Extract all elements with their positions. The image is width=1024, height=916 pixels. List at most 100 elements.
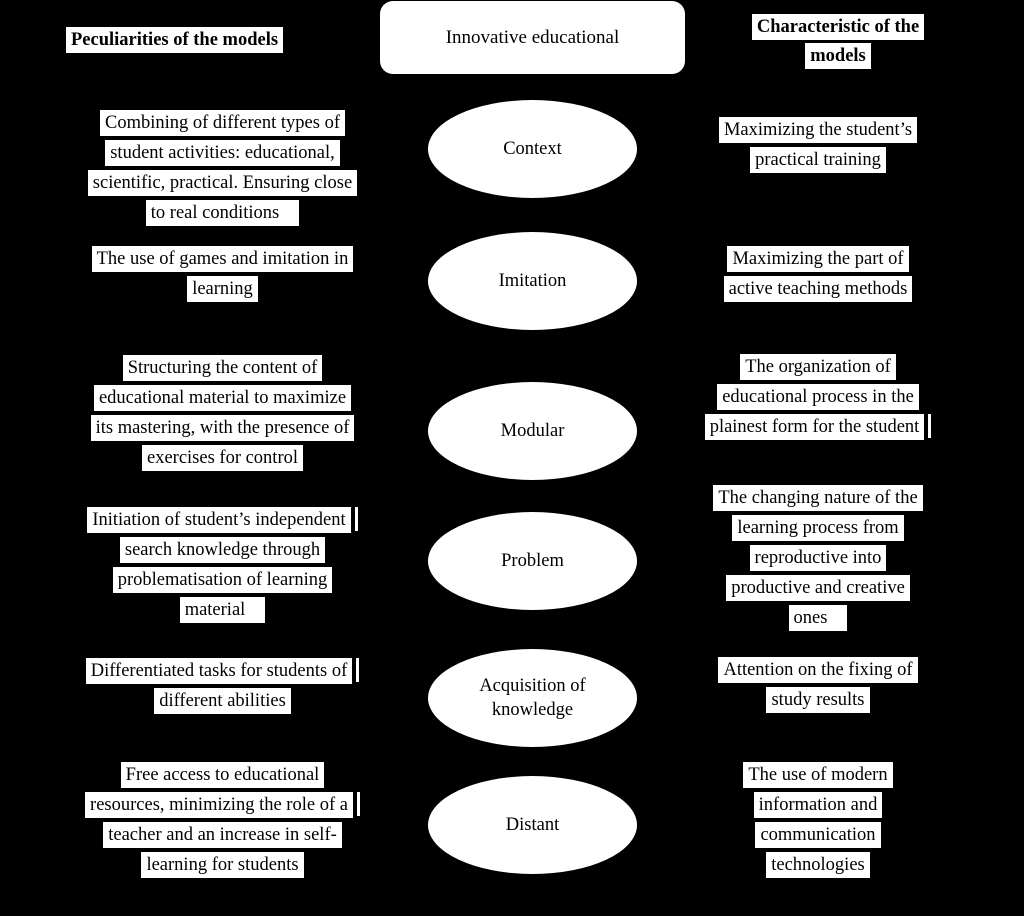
peculiarity-line-text: material — [179, 597, 266, 625]
right-header-line: Characteristic of the — [712, 14, 964, 43]
peculiarity-line-text: teacher and an increase in self- — [103, 822, 342, 848]
characteristic-line: learning process from — [682, 515, 954, 545]
characteristics-block-acquisition-of-knowledge: Attention on the fixing of study results — [682, 657, 954, 717]
model-label: Modular — [500, 421, 565, 441]
caret-mark — [356, 658, 360, 682]
center-header-box: Innovative educational — [380, 1, 685, 74]
characteristic-line-text: ones — [788, 605, 848, 633]
peculiarity-line: learning for students — [35, 852, 410, 882]
characteristic-line: productive and creative — [682, 575, 954, 605]
caret-mark — [356, 792, 360, 816]
characteristic-line-text: learning process from — [732, 515, 904, 541]
peculiarity-line-text: learning — [187, 276, 258, 302]
model-label: Distant — [505, 815, 560, 835]
model-label: Context — [503, 139, 562, 159]
characteristic-line-text: reproductive into — [749, 545, 887, 571]
peculiarity-line: Combining of different types of — [35, 110, 410, 140]
peculiarity-line-text: student activities: educational, — [105, 140, 340, 166]
characteristic-line-text: communication — [755, 822, 881, 848]
peculiarity-line: learning — [35, 276, 410, 306]
peculiarity-line: problematisation of learning — [35, 567, 410, 597]
peculiarity-line: search knowledge through — [35, 537, 410, 567]
peculiarity-line-text: different abilities — [154, 688, 291, 714]
characteristic-line-text: Maximizing the student’s — [718, 117, 918, 143]
peculiarity-line-text: Free access to educational — [120, 762, 325, 788]
characteristic-line-text: educational process in the — [717, 384, 919, 410]
model-ellipse-distant: Distant — [428, 776, 637, 874]
peculiarity-line-text: Initiation of student’s independent — [87, 507, 351, 533]
left-column-header: Peculiarities of the models — [66, 27, 284, 53]
characteristics-block-context: Maximizing the student’s practical traini… — [682, 117, 954, 177]
peculiarity-line: The use of games and imitation in — [35, 246, 410, 276]
characteristics-block-problem: The changing nature of the learning proce… — [682, 485, 954, 635]
characteristic-line: The organization of — [682, 354, 954, 384]
characteristic-line-text: technologies — [766, 852, 870, 878]
model-ellipse-modular: Modular — [428, 382, 637, 480]
peculiarity-line-text: exercises for control — [141, 445, 304, 471]
peculiarity-line: exercises for control — [35, 445, 410, 475]
model-label: Acquisition of — [479, 676, 586, 696]
peculiarity-line-text: Structuring the content of — [122, 355, 323, 381]
characteristic-line-text: active teaching methods — [723, 276, 913, 302]
model-ellipse-context: Context — [428, 100, 637, 198]
characteristics-block-distant: The use of modern information and communic… — [682, 762, 954, 882]
characteristic-line-text: The use of modern — [743, 762, 893, 788]
peculiarity-line: material — [35, 597, 410, 627]
characteristic-line-text: information and — [753, 792, 883, 818]
center-header-label: Innovative educational — [445, 26, 620, 48]
peculiarities-block-modular: Structuring the content of educational ma… — [35, 355, 410, 475]
characteristic-line: practical training — [682, 147, 954, 177]
model-label: knowledge — [491, 700, 574, 720]
peculiarity-line: its mastering, with the presence of — [35, 415, 410, 445]
characteristic-line: communication — [682, 822, 954, 852]
characteristic-line: ones — [682, 605, 954, 635]
characteristic-line-text: Attention on the fixing of — [718, 657, 918, 683]
characteristic-line-text: study results — [766, 687, 870, 713]
characteristic-line: Maximizing the student’s — [682, 117, 954, 147]
peculiarities-block-problem: Initiation of student’s independent searc… — [35, 507, 410, 627]
peculiarity-line-text: to real conditions — [145, 200, 300, 228]
characteristic-line-text: Maximizing the part of — [727, 246, 909, 272]
caret-mark — [354, 507, 358, 531]
peculiarity-line: teacher and an increase in self- — [35, 822, 410, 852]
peculiarity-line-text: its mastering, with the presence of — [90, 415, 355, 441]
characteristic-line-text: The changing nature of the — [713, 485, 923, 511]
characteristic-line: The changing nature of the — [682, 485, 954, 515]
right-column-header: Characteristic of the models — [712, 14, 964, 72]
peculiarities-block-acquisition-of-knowledge: Differentiated tasks for students of diff… — [35, 658, 410, 718]
characteristic-line: Maximizing the part of — [682, 246, 954, 276]
characteristic-line: technologies — [682, 852, 954, 882]
characteristic-line-text: productive and creative — [726, 575, 910, 601]
left-column-header-label: Peculiarities of the models — [66, 27, 284, 53]
peculiarity-line: scientific, practical. Ensuring close — [35, 170, 410, 200]
peculiarity-line-text: Differentiated tasks for students of — [85, 658, 353, 684]
peculiarity-line: Differentiated tasks for students of — [35, 658, 410, 688]
peculiarity-line: to real conditions — [35, 200, 410, 230]
characteristic-line: The use of modern — [682, 762, 954, 792]
peculiarity-line-text: scientific, practical. Ensuring close — [87, 170, 358, 196]
model-ellipse-acquisition-of-knowledge: Acquisition of knowledge — [428, 649, 637, 747]
characteristics-block-modular: The organization of educational process i… — [682, 354, 954, 444]
right-column-header-label-1: Characteristic of the — [751, 14, 925, 40]
characteristic-line-text: plainest form for the student — [704, 414, 925, 440]
right-column-header-label-2: models — [805, 43, 871, 69]
peculiarity-line: educational material to maximize — [35, 385, 410, 415]
peculiarity-line: Initiation of student’s independent — [35, 507, 410, 537]
characteristic-line: reproductive into — [682, 545, 954, 575]
peculiarity-line: Structuring the content of — [35, 355, 410, 385]
characteristic-line: educational process in the — [682, 384, 954, 414]
model-label: Problem — [501, 551, 564, 571]
peculiarity-line-text: educational material to maximize — [93, 385, 352, 411]
peculiarity-line: different abilities — [35, 688, 410, 718]
characteristic-line-text: practical training — [750, 147, 886, 173]
right-header-line: models — [712, 43, 964, 72]
model-label: Imitation — [498, 271, 567, 291]
characteristic-line-text: The organization of — [740, 354, 896, 380]
peculiarity-line-text: problematisation of learning — [112, 567, 333, 593]
model-ellipse-imitation: Imitation — [428, 232, 637, 330]
characteristic-line: Attention on the fixing of — [682, 657, 954, 687]
